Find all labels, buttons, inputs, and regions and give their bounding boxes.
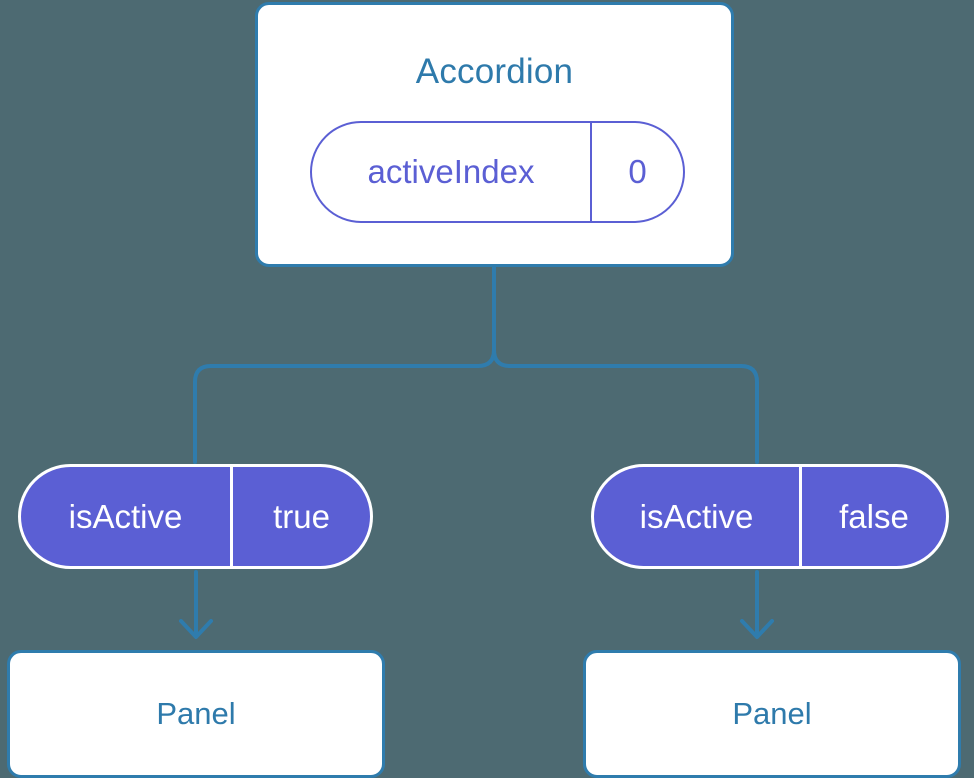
accordion-title: Accordion	[415, 52, 574, 91]
prop-pill-left-value: true	[273, 497, 330, 535]
accordion-component-card[interactable]: Accordion activeIndex 0	[255, 2, 734, 267]
prop-pill-left-is-active[interactable]: isActive true	[18, 464, 373, 569]
arrow-left-head	[179, 619, 213, 639]
prop-pill-right-value: false	[839, 497, 909, 535]
tree-connector-path-right	[492, 266, 759, 464]
prop-pill-right-is-active[interactable]: isActive false	[591, 464, 949, 569]
state-pill-key: activeIndex	[312, 123, 592, 221]
state-pill-value: 0	[628, 153, 647, 190]
state-pill-active-index[interactable]: activeIndex 0	[310, 121, 685, 223]
tree-connector-path	[193, 266, 496, 464]
prop-pill-left-key: isActive	[21, 467, 233, 566]
panel-component-card-left[interactable]: Panel	[7, 650, 385, 778]
prop-pill-right-key: isActive	[594, 467, 802, 566]
panel-title-right: Panel	[732, 696, 812, 731]
arrow-right-head	[740, 619, 774, 639]
panel-component-card-right[interactable]: Panel	[583, 650, 961, 778]
panel-title-left: Panel	[156, 696, 236, 731]
